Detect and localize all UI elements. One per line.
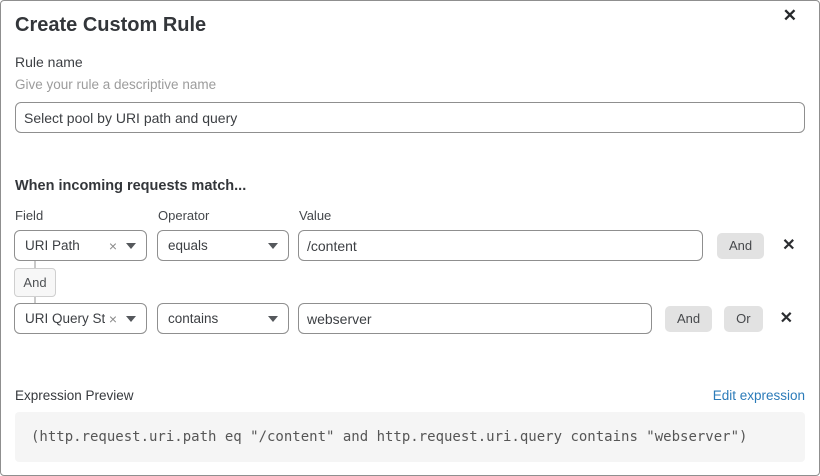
rule-name-hint: Give your rule a descriptive name [15, 77, 217, 92]
column-labels: Field Operator Value [15, 208, 805, 224]
column-label-operator: Operator [158, 208, 210, 223]
condition-connector: And [14, 261, 805, 303]
expression-header: Expression Preview Edit expression [15, 387, 805, 404]
operator-select-1[interactable]: equals [157, 230, 289, 261]
remove-condition-icon-2[interactable]: ✕ [779, 309, 793, 327]
field-select-1-value: URI Path [25, 238, 80, 253]
chevron-down-icon [268, 242, 278, 249]
field-select-2[interactable]: URI Query St... × [14, 303, 147, 334]
column-label-value: Value [299, 208, 332, 223]
operator-select-2[interactable]: contains [157, 303, 289, 334]
dialog-title: Create Custom Rule [15, 14, 207, 36]
close-icon[interactable]: ✕ [782, 6, 797, 25]
edit-expression-link[interactable]: Edit expression [712, 388, 805, 403]
value-input-2[interactable] [298, 303, 652, 334]
value-input-1[interactable] [298, 230, 703, 261]
and-button-1[interactable]: And [717, 232, 765, 259]
expression-code: (http.request.uri.path eq "/content" and… [15, 412, 805, 462]
operator-select-2-value: contains [168, 311, 219, 326]
match-heading: When incoming requests match... [15, 178, 247, 194]
chevron-down-icon [126, 315, 136, 322]
clear-field-icon[interactable]: × [108, 310, 117, 327]
operator-select-1-value: equals [168, 238, 208, 253]
column-label-field: Field [15, 208, 44, 223]
remove-condition-icon-1[interactable]: ✕ [782, 236, 796, 254]
and-connector-badge: And [14, 268, 56, 297]
chevron-down-icon [126, 242, 136, 249]
field-select-2-value: URI Query St... [25, 311, 105, 326]
and-button-2[interactable]: And [665, 305, 713, 332]
or-button-2[interactable]: Or [724, 305, 763, 332]
field-select-1[interactable]: URI Path × [14, 230, 147, 261]
expression-preview-label: Expression Preview [15, 388, 134, 403]
rule-name-input[interactable] [15, 102, 805, 133]
condition-row-2: URI Query St... × contains And Or ✕ [14, 303, 805, 334]
condition-row-1: URI Path × equals And ✕ [14, 230, 805, 261]
rule-name-label: Rule name [15, 54, 83, 70]
chevron-down-icon [268, 315, 278, 322]
clear-field-icon[interactable]: × [108, 237, 117, 254]
